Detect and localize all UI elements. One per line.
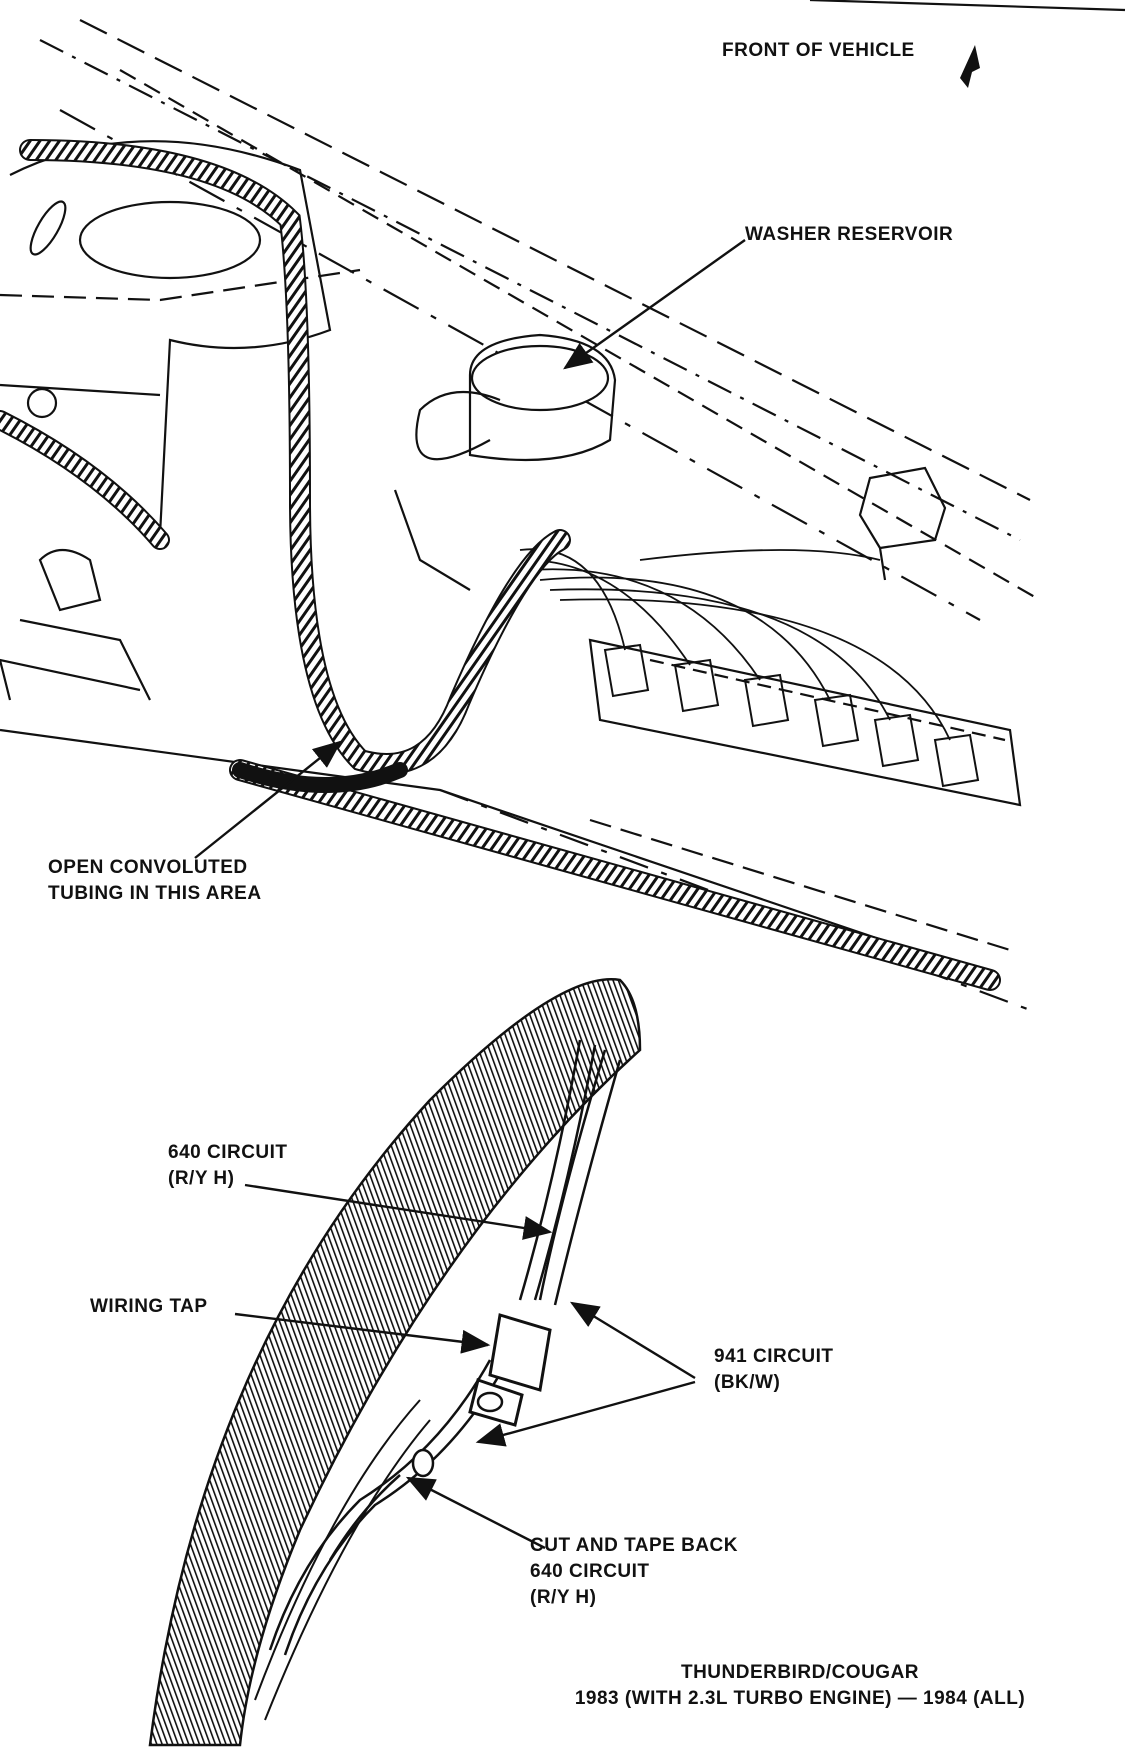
figure-caption: THUNDERBIRD/COUGAR 1983 (WITH 2.3L TURBO…	[530, 1660, 1070, 1712]
circuit-941-line-1: 941 CIRCUIT	[714, 1346, 834, 1367]
circuit-640-label: 640 CIRCUIT (R/Y H)	[168, 1140, 288, 1192]
leader-lines	[194, 239, 746, 1550]
open-convoluted-line-2: TUBING IN THIS AREA	[48, 883, 262, 904]
tubing-detail	[148, 978, 642, 1747]
circuit-wires	[268, 1039, 622, 1656]
front-arrow-icon	[960, 45, 980, 88]
open-convoluted-line-1: OPEN CONVOLUTED	[48, 857, 248, 878]
caption-line-1: THUNDERBIRD/COUGAR	[680, 1662, 920, 1683]
circuit-640-line-1: 640 CIRCUIT	[168, 1142, 288, 1163]
circuit-640-line-2: (R/Y H)	[168, 1168, 235, 1189]
cut-wire-end	[328, 1448, 435, 1561]
cut-and-tape-label: CUT AND TAPE BACK 640 CIRCUIT (R/Y H)	[530, 1533, 738, 1611]
caption-line-2: 1983 (WITH 2.3L TURBO ENGINE) — 1984 (AL…	[574, 1688, 1026, 1709]
circuit-941-label: 941 CIRCUIT (BK/W)	[714, 1344, 834, 1396]
wiring-tap-connector	[468, 1313, 552, 1427]
front-of-vehicle-label: FRONT OF VEHICLE	[722, 40, 915, 61]
open-convoluted-label: OPEN CONVOLUTED TUBING IN THIS AREA	[48, 855, 262, 907]
cut-and-tape-line-2: 640 CIRCUIT	[530, 1561, 650, 1582]
circuit-941-line-2: (BK/W)	[714, 1372, 781, 1393]
washer-reservoir-label: WASHER RESERVOIR	[745, 224, 954, 245]
cut-and-tape-line-3: (R/Y H)	[530, 1587, 597, 1608]
wiring-tap-label: WIRING TAP	[90, 1296, 208, 1317]
harness-tubing-upper	[0, 139, 1001, 991]
cut-and-tape-line-1: CUT AND TAPE BACK	[530, 1535, 738, 1556]
